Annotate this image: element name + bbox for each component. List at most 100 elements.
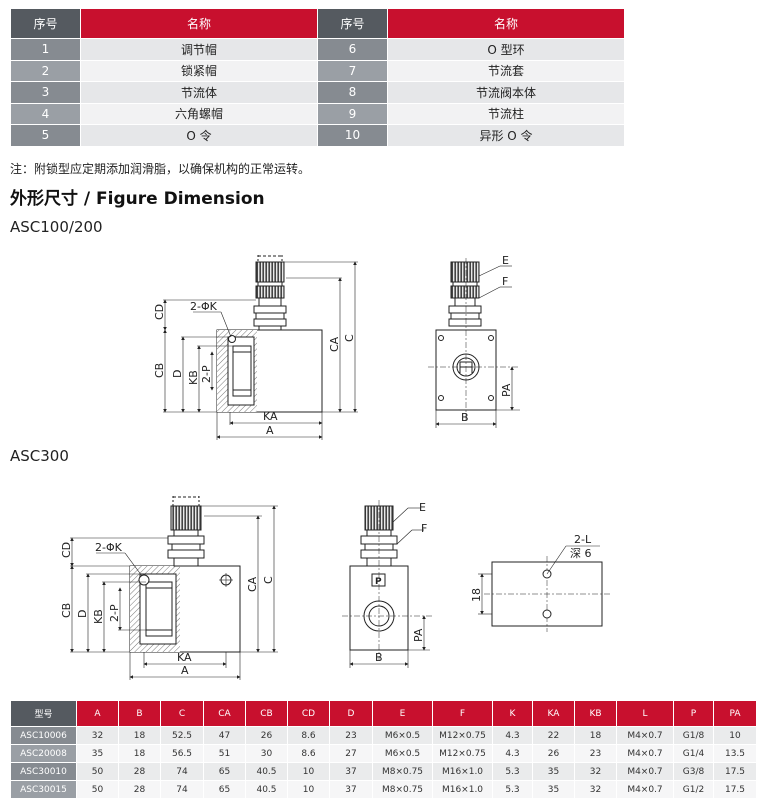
spec-table-header: 型号 A B C CA CB CD D E F K KA KB L P PA (10, 700, 757, 727)
spec-cell: M12×0.75 (432, 726, 493, 745)
part-name: 节流阀本体 (387, 81, 625, 104)
table-row: 4 六角螺帽 9 节流柱 (10, 102, 625, 125)
spec-cell: 23 (329, 726, 373, 745)
spec-header: K (492, 700, 533, 727)
spec-cell: M8×0.75 (372, 780, 433, 799)
dim-2l: 2-L (574, 533, 592, 546)
part-no: 2 (10, 59, 81, 82)
spec-cell: G1/2 (673, 780, 714, 799)
dim-depth: 深 6 (570, 547, 592, 560)
asc300-top-view (478, 545, 612, 632)
dim-cb: CB (153, 363, 166, 378)
dim-d: D (76, 610, 89, 618)
spec-cell: 28 (118, 762, 161, 781)
spec-header: 型号 (10, 700, 77, 727)
header-no-left: 序号 (10, 8, 81, 39)
spec-cell: 27 (329, 744, 373, 763)
spec-cell: G1/4 (673, 744, 714, 763)
asc300-top-labels: 2-L 深 6 18 (470, 533, 592, 602)
dim-f: F (502, 275, 508, 288)
dim-2p: 2-P (108, 604, 121, 622)
spec-cell: 17.5 (713, 762, 757, 781)
spec-header: A (76, 700, 119, 727)
spec-cell: 17.5 (713, 780, 757, 799)
spec-cell: 52.5 (160, 726, 204, 745)
dim-kb: KB (92, 609, 105, 624)
spec-cell: 5.3 (492, 762, 533, 781)
spec-cell: 30 (245, 744, 288, 763)
dim-ka: KA (177, 651, 192, 664)
dim-pa: PA (412, 628, 425, 642)
part-name: 节流体 (80, 81, 318, 104)
part-no: 9 (317, 102, 388, 125)
spec-header: E (372, 700, 433, 727)
spec-cell: 28 (118, 780, 161, 799)
model-label-asc300: ASC300 (10, 447, 69, 465)
spec-header: PA (713, 700, 757, 727)
part-name: O 令 (80, 124, 318, 147)
spec-header: P (673, 700, 714, 727)
part-no: 4 (10, 102, 81, 125)
spec-header: CB (245, 700, 288, 727)
asc100-front-view (163, 255, 358, 440)
table-row: 5 O 令 10 异形 O 令 (10, 124, 625, 147)
spec-cell: M4×0.7 (616, 744, 674, 763)
spec-cell: 4.3 (492, 744, 533, 763)
part-no: 6 (317, 38, 388, 61)
part-name: O 型环 (387, 38, 625, 61)
spec-cell: M16×1.0 (432, 780, 493, 799)
dim-18: 18 (470, 588, 483, 602)
spec-cell: 10 (287, 780, 330, 799)
spec-cell: 40.5 (245, 780, 288, 799)
asc300-side-view (342, 500, 434, 668)
asc100-side-view (428, 258, 520, 428)
dim-e: E (419, 501, 426, 514)
part-name: 异形 O 令 (387, 124, 625, 147)
dim-e: E (502, 254, 509, 267)
spec-cell: 5.3 (492, 780, 533, 799)
dim-2k: 2-ΦK (190, 300, 218, 313)
dim-a: A (181, 664, 189, 677)
dim-c: C (262, 576, 275, 584)
spec-model: ASC20008 (10, 744, 77, 763)
spec-cell: 37 (329, 762, 373, 781)
spec-cell: M4×0.7 (616, 780, 674, 799)
asc300-front-view (70, 496, 278, 680)
spec-cell: M6×0.5 (372, 744, 433, 763)
spec-cell: 32 (574, 780, 617, 799)
dim-ca: CA (328, 336, 341, 352)
spec-cell: 32 (574, 762, 617, 781)
spec-cell: 40.5 (245, 762, 288, 781)
spec-cell: 56.5 (160, 744, 204, 763)
spec-cell: M8×0.75 (372, 762, 433, 781)
parts-table-header: 序号 名称 序号 名称 (10, 8, 625, 39)
spec-model: ASC10006 (10, 726, 77, 745)
dim-a: A (266, 424, 274, 437)
part-no: 7 (317, 59, 388, 82)
spec-cell: M12×0.75 (432, 744, 493, 763)
spec-cell: 8.6 (287, 726, 330, 745)
dimension-drawings: CD CB D KB 2-P 2-ΦK KA A CA C (60, 254, 612, 680)
spec-cell: 18 (574, 726, 617, 745)
spec-cell: 35 (76, 744, 119, 763)
spec-header: CD (287, 700, 330, 727)
spec-cell: 37 (329, 780, 373, 799)
spec-cell: 74 (160, 780, 204, 799)
spec-cell: 65 (203, 762, 246, 781)
part-name: 节流套 (387, 59, 625, 82)
spec-header: B (118, 700, 161, 727)
dim-kb: KB (187, 370, 200, 385)
dim-cd: CD (153, 304, 166, 320)
spec-table: 型号 A B C CA CB CD D E F K KA KB L P PA A… (10, 700, 757, 799)
spec-cell: 74 (160, 762, 204, 781)
dim-cb: CB (60, 603, 73, 618)
dim-cd: CD (60, 542, 73, 558)
part-name: 锁紧帽 (80, 59, 318, 82)
dim-ca: CA (246, 576, 259, 592)
spec-cell: 35 (532, 762, 575, 781)
spec-cell: 10 (287, 762, 330, 781)
